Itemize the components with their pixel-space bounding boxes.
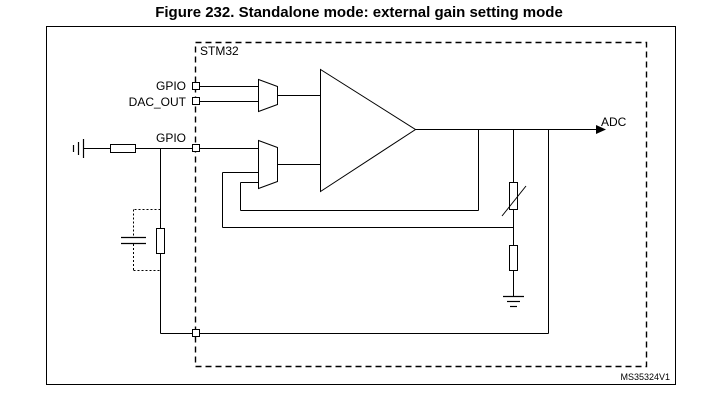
input-mux-lower [258,139,278,190]
reference-code: MS35324V1 [620,372,670,382]
bottom-ground-icon [503,295,524,308]
pin-gpio-bottom [192,329,200,337]
figure-title: Figure 232. Standalone mode: external ga… [155,4,563,21]
wires [83,86,596,334]
gpio-mid-label: GPIO [156,131,186,145]
input-mux-upper [258,78,278,113]
dac-out-label: DAC_OUT [129,95,187,109]
adc-label: ADC [601,115,627,129]
adc-arrow-icon [596,125,606,134]
external-resistor [156,228,165,254]
external-capacitor [121,236,146,245]
gpio-top-label: GPIO [156,79,186,93]
op-amp [320,68,417,193]
pins [192,82,200,337]
lower-divider-resistor [509,245,518,271]
pin-gpio-top [192,82,200,90]
variable-resistor-arrow [501,185,527,217]
chip-label: STM32 [200,44,239,58]
pin-dac-out [192,97,200,105]
left-ground-icon [72,139,85,158]
pin-gpio-mid [192,144,200,152]
stm32-boundary [194,41,648,368]
figure-border [46,26,676,385]
input-resistor [110,144,136,153]
capacitor-dotted-links [133,209,161,271]
